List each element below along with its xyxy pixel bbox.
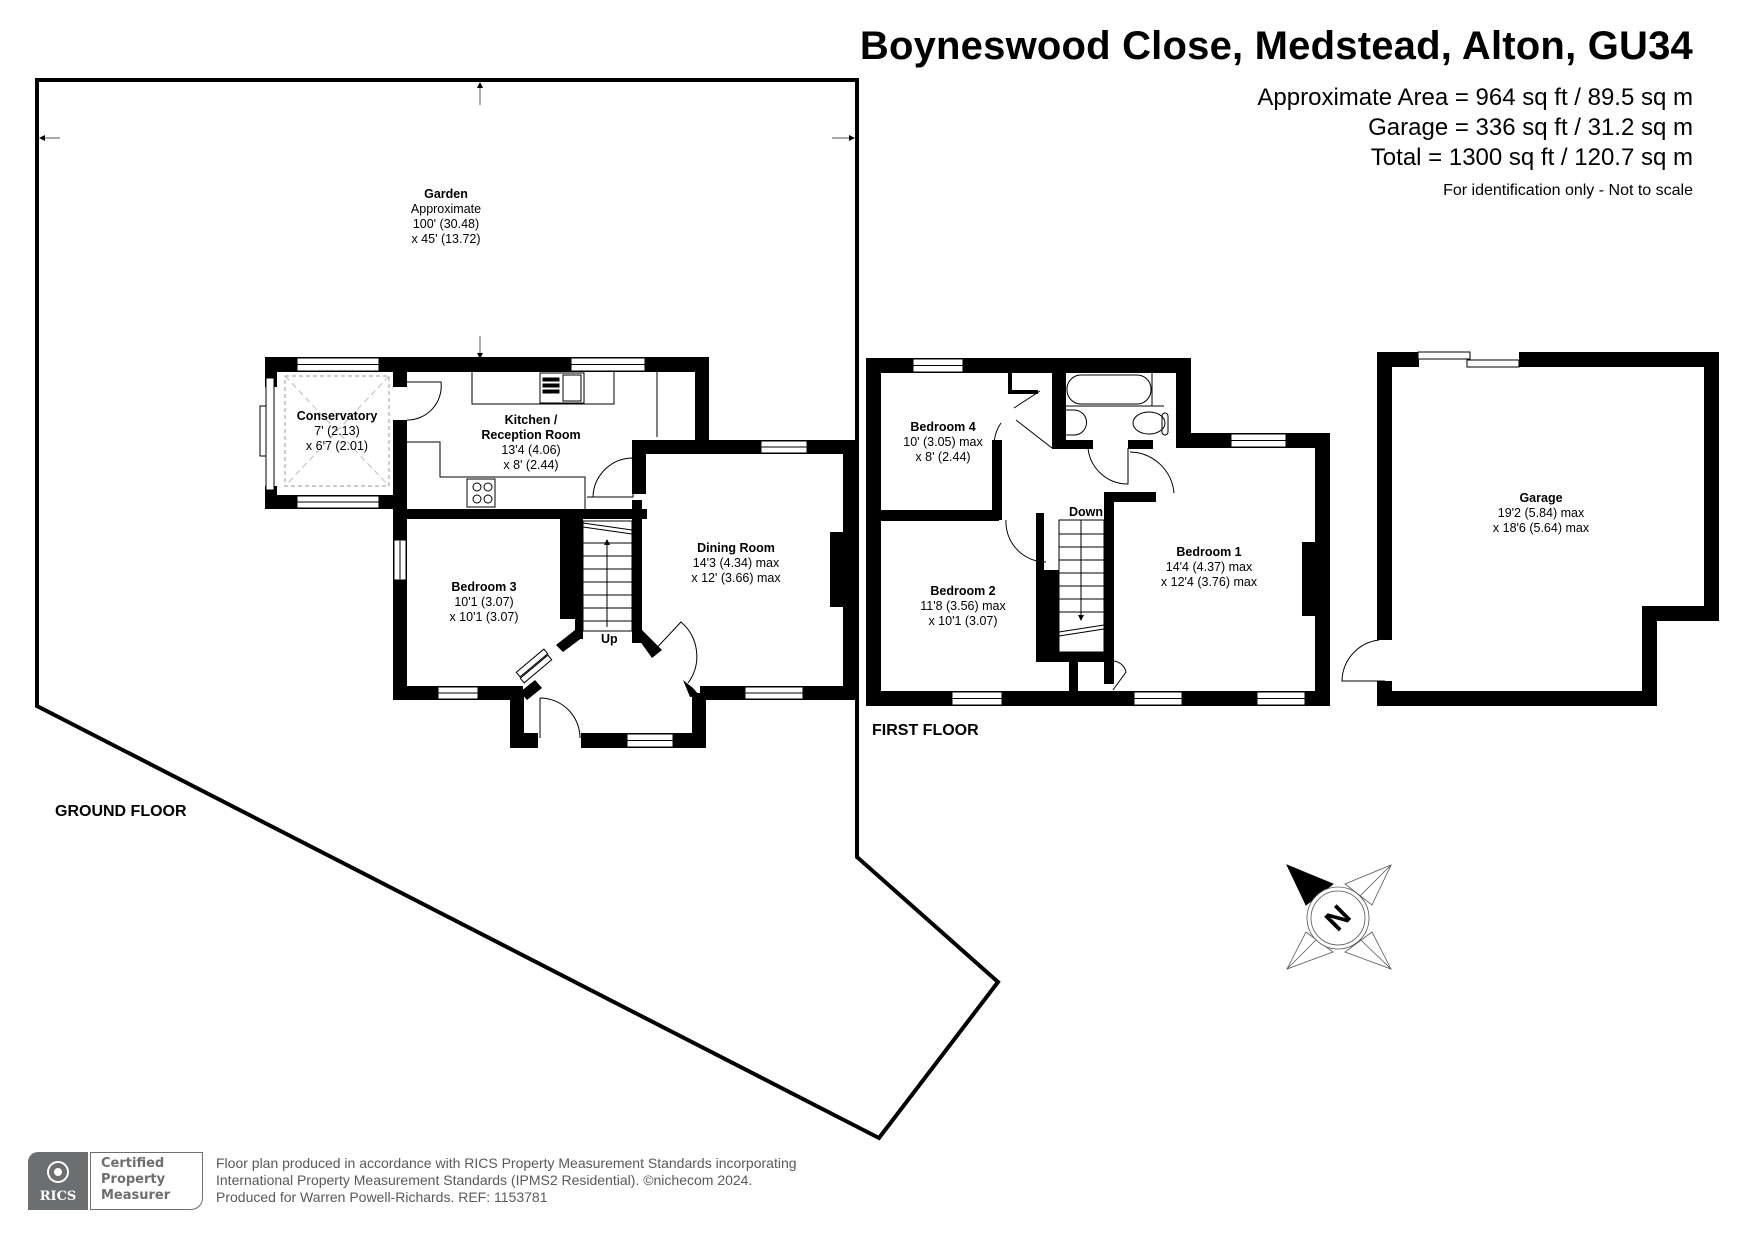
room-dim: x 45' (13.72)	[411, 232, 481, 246]
room-dim: x 8' (2.44)	[915, 450, 971, 464]
room-bedroom-2: Bedroom 2 11'8 (3.56) max x 10'1 (3.07)	[920, 584, 1006, 629]
room-bedroom-1: Bedroom 1 14'4 (4.37) max x 12'4 (3.76) …	[1161, 545, 1257, 590]
garden-boundary	[35, 78, 1001, 1141]
footer-text: Floor plan produced in accordance with R…	[216, 1155, 797, 1206]
room-name: Bedroom 3	[451, 580, 517, 594]
ground-floor-label: GROUND FLOOR	[55, 803, 187, 820]
room-name: Garden	[424, 187, 468, 201]
room-bedroom-4: Bedroom 4 10' (3.05) max x 8' (2.44)	[903, 420, 983, 465]
stairs-up-label: Up	[601, 632, 618, 646]
room-bedroom-3: Bedroom 3 10'1 (3.07) x 10'1 (3.07)	[449, 580, 518, 625]
room-dim: x 8' (2.44)	[503, 458, 559, 472]
room-dim: 14'3 (4.34) max	[692, 556, 780, 570]
room-dim: 11'8 (3.56) max	[920, 599, 1006, 613]
first-stairs	[1058, 519, 1105, 653]
room-dim: 14'4 (4.37) max	[1165, 560, 1253, 574]
room-kitchen-reception: Kitchen / Reception Room 13'4 (4.06) x 8…	[481, 413, 580, 473]
north-compass-icon: N	[1286, 864, 1392, 970]
badge-line: Property	[101, 1172, 166, 1187]
room-garden: Garden Approximate 100' (30.48) x 45' (1…	[411, 187, 481, 247]
footer-line: Produced for Warren Powell-Richards. REF…	[216, 1189, 548, 1205]
room-dim: x 18'6 (5.64) max	[1492, 521, 1590, 535]
room-dim: 100' (30.48)	[412, 217, 480, 231]
room-dim: 13'4 (4.06)	[501, 443, 561, 457]
rics-certified-badge: RICS Certified Property Measurer	[28, 1152, 203, 1210]
garage-walls	[1377, 352, 1719, 706]
room-name: Kitchen /	[504, 413, 558, 427]
room-dim: 10'1 (3.07)	[454, 595, 514, 609]
ground-floor-fixtures	[284, 372, 698, 739]
garage-area: Garage = 336 sq ft / 31.2 sq m	[1368, 114, 1693, 141]
room-dim: 19'2 (5.84) max	[1497, 506, 1585, 520]
room-dim: x 12'4 (3.76) max	[1160, 575, 1258, 589]
room-dim: x 12' (3.66) max	[691, 571, 781, 585]
total-area: Total = 1300 sq ft / 120.7 sq m	[1370, 144, 1693, 171]
badge-line: Measurer	[101, 1188, 171, 1203]
lion-icon	[47, 1161, 69, 1183]
rics-wordmark: RICS	[39, 1189, 77, 1204]
first-floor-windows	[912, 358, 1306, 706]
room-conservatory: Conservatory 7' (2.13) x 6'7 (2.01)	[297, 409, 378, 454]
room-name: Bedroom 2	[930, 584, 996, 598]
first-floor-label: FIRST FLOOR	[872, 722, 979, 739]
footer-line: Floor plan produced in accordance with R…	[216, 1155, 797, 1171]
room-name: Conservatory	[296, 409, 378, 423]
first-floor-fixtures	[993, 373, 1175, 691]
room-name: Bedroom 4	[910, 420, 976, 434]
room-garage: Garage 19'2 (5.84) max x 18'6 (5.64) max	[1493, 491, 1589, 536]
approximate-area: Approximate Area = 964 sq ft / 89.5 sq m	[1257, 84, 1693, 111]
page-title: Boyneswood Close, Medstead, Alton, GU34	[859, 24, 1693, 68]
certified-property-measurer: Certified Property Measurer	[90, 1152, 203, 1210]
room-name: Garage	[1519, 491, 1563, 505]
footer-line: International Property Measurement Stand…	[216, 1172, 753, 1188]
room-dim: 7' (2.13)	[314, 424, 360, 438]
room-name: Bedroom 1	[1176, 545, 1242, 559]
rics-logo: RICS	[28, 1152, 88, 1210]
disclaimer: For identification only - Not to scale	[1443, 182, 1693, 199]
stairs-down-label: Down	[1069, 505, 1104, 519]
first-floor-walls	[866, 358, 1330, 706]
room-dim: 10' (3.05) max	[903, 435, 983, 449]
room-dim: x 6'7 (2.01)	[305, 439, 369, 453]
ground-stairs	[582, 520, 633, 632]
room-note: Approximate	[410, 202, 482, 216]
room-dim: x 10'1 (3.07)	[449, 610, 519, 624]
badge-line: Certified	[101, 1156, 165, 1171]
room-dining: Dining Room 14'3 (4.34) max x 12' (3.66)…	[691, 541, 780, 586]
room-dim: x 10'1 (3.07)	[928, 614, 998, 628]
garage-fixtures	[1341, 351, 1520, 682]
room-name: Reception Room	[481, 428, 581, 442]
room-name: Dining Room	[697, 541, 775, 555]
ground-floor-windows	[259, 357, 808, 748]
